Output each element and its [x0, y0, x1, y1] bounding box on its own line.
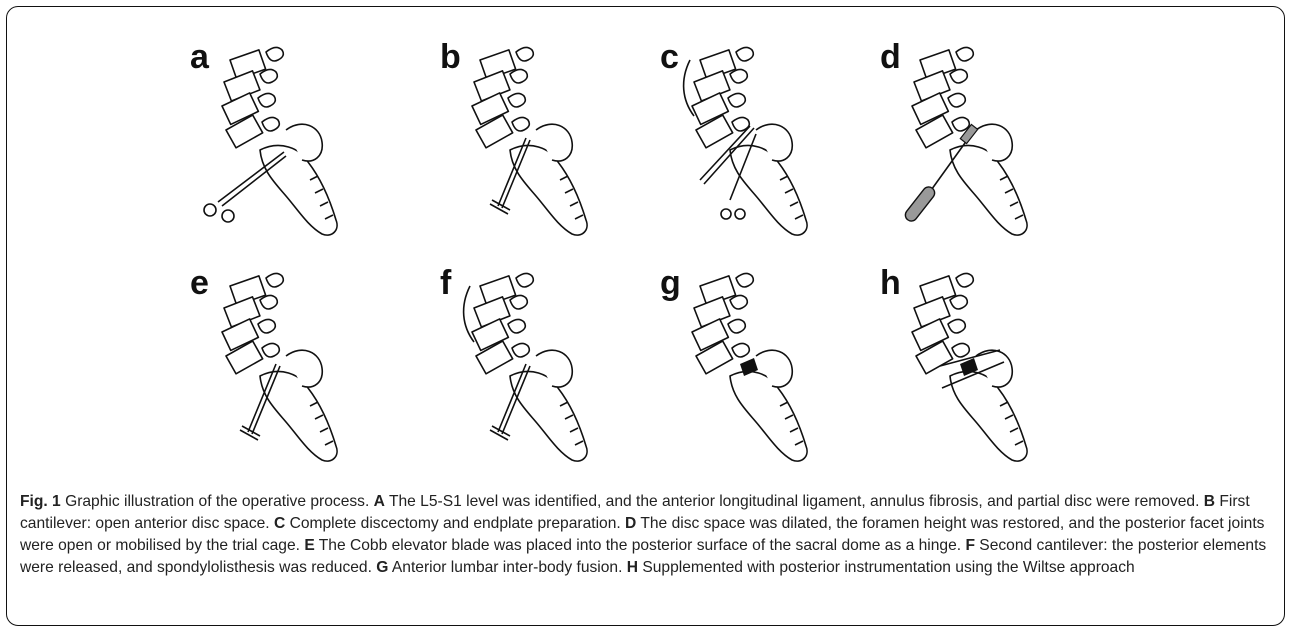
sacrum [950, 372, 1027, 462]
spinous-process [956, 273, 973, 287]
caption-fig-label: Fig. 1 [20, 493, 61, 510]
sacrum [950, 146, 1027, 236]
panel-g: g [660, 256, 860, 466]
spine-illustration-e [190, 256, 390, 476]
spinous-process [260, 69, 277, 83]
spinous-process [948, 93, 965, 107]
spinous-process [736, 273, 753, 287]
panel-a: a [190, 30, 390, 240]
spinous-process [728, 319, 745, 333]
spinous-process [258, 319, 275, 333]
caption-key-a: A [374, 493, 385, 510]
spinous-process [266, 47, 283, 61]
spinous-process [950, 295, 967, 309]
caption-key-e: E [304, 537, 314, 554]
spinous-process [260, 295, 277, 309]
spinous-process [736, 47, 753, 61]
caption-key-h: H [627, 559, 638, 576]
caption-key-d: D [625, 515, 636, 532]
spinous-process [512, 343, 529, 357]
lumbosacral-spine [221, 47, 338, 235]
lumbosacral-spine [691, 47, 808, 235]
caption-key-f: F [965, 537, 975, 554]
panel-c: c [660, 30, 860, 240]
caption-key-g: G [376, 559, 388, 576]
panel-f: f [440, 256, 640, 466]
caption-title: Graphic illustration of the operative pr… [61, 493, 374, 510]
sacrum [730, 372, 807, 462]
spinous-process [508, 93, 525, 107]
spinous-process [516, 273, 533, 287]
retractor-ring [222, 210, 234, 222]
panel-b: b [440, 30, 640, 240]
spinous-process [950, 69, 967, 83]
spine-illustration-f [440, 256, 640, 476]
spinous-process [952, 117, 969, 131]
spinous-process [952, 343, 969, 357]
panel-e: e [190, 256, 390, 466]
spine-illustration-h [880, 256, 1080, 476]
figure-caption: Fig. 1 Graphic illustration of the opera… [20, 491, 1270, 579]
caption-text-c: Complete discectomy and endplate prepara… [285, 515, 625, 532]
panel-d: d [880, 30, 1080, 240]
caption-text-e: The Cobb elevator blade was placed into … [315, 537, 966, 554]
spinous-process [266, 273, 283, 287]
retractor-ring [204, 204, 216, 216]
caption-text-h: Supplemented with posterior instrumentat… [638, 559, 1135, 576]
spine-illustration-d [880, 30, 1080, 250]
spinous-process [258, 93, 275, 107]
spinous-process [510, 295, 527, 309]
spinous-process [948, 319, 965, 333]
spinous-process [730, 69, 747, 83]
spinous-process [508, 319, 525, 333]
spine-illustration-g [660, 256, 860, 476]
sacrum [730, 146, 807, 236]
caption-text-g: Anterior lumbar inter-body fusion. [388, 559, 626, 576]
sacrum [260, 146, 337, 236]
spine-illustration-b [440, 30, 640, 250]
spine-illustration-c [660, 30, 860, 250]
spinous-process [728, 93, 745, 107]
retractor-ring [721, 209, 731, 219]
caption-key-b: B [1204, 493, 1215, 510]
panel-h: h [880, 256, 1080, 466]
spinous-process [262, 117, 279, 131]
spinous-process [512, 117, 529, 131]
spinous-process [732, 343, 749, 357]
spinous-process [730, 295, 747, 309]
caption-text-a: The L5-S1 level was identified, and the … [385, 493, 1204, 510]
caption-key-c: C [274, 515, 285, 532]
spinous-process [510, 69, 527, 83]
trial-handle [903, 185, 937, 224]
spinous-process [262, 343, 279, 357]
retractor-ring [735, 209, 745, 219]
spine-illustration-a [190, 30, 390, 250]
spinous-process [516, 47, 533, 61]
spinous-process [956, 47, 973, 61]
